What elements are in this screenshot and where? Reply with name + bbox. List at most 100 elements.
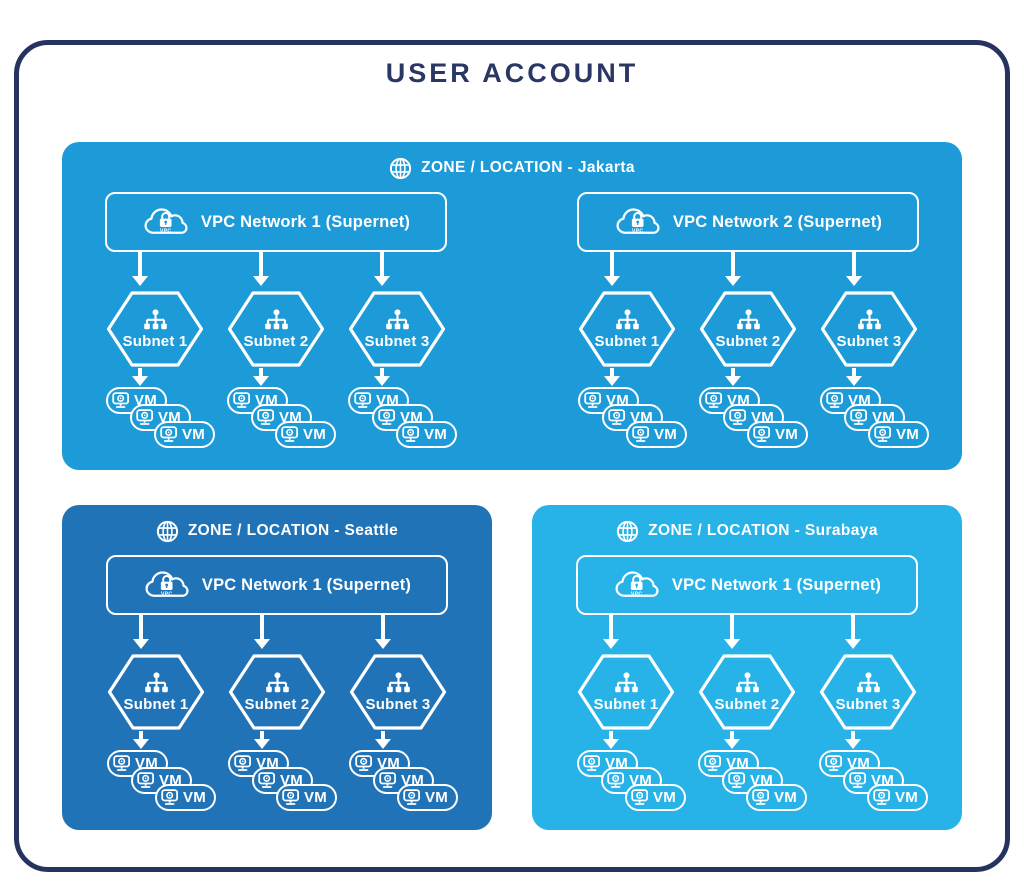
monitor-icon [874, 426, 893, 443]
monitor-icon [258, 772, 277, 789]
subnet-hexagon: Subnet 2 [226, 290, 326, 368]
network-tree-icon [856, 309, 883, 331]
vm-stack: VM VM VM [226, 387, 337, 450]
arrow-down-icon [139, 615, 143, 640]
monitor-icon [873, 789, 892, 806]
arrows-row [577, 252, 919, 290]
vpc-group: VPC Network 1 (Supernet) Subnet 1 [105, 192, 458, 450]
monitor-icon [234, 755, 253, 772]
arrow-down-icon [260, 615, 264, 640]
subnet-label: Subnet 2 [244, 695, 310, 713]
globe-icon [616, 520, 639, 543]
arrows-row [576, 615, 918, 653]
globe-icon [156, 520, 179, 543]
vm-row: VM VM VM VM VM VM [576, 731, 929, 813]
monitor-icon [136, 409, 155, 426]
vpc-network-box: VPC Network 1 (Supernet) [576, 555, 918, 615]
monitor-icon [584, 392, 603, 409]
monitor-icon [704, 755, 723, 772]
vpc-groups-row: VPC Network 1 (Supernet) Subnet 1 [532, 555, 962, 813]
monitor-icon [753, 426, 772, 443]
subnet-label: Subnet 3 [835, 695, 901, 713]
vm-label: VM [654, 426, 678, 443]
zone-seattle: ZONE / LOCATION - Seattle VPC Network 1 … [62, 505, 492, 830]
arrow-down-icon [851, 731, 855, 740]
arrow-down-icon [731, 368, 735, 377]
subnet-hexagon: Subnet 2 [698, 290, 798, 368]
arrow-down-icon [381, 615, 385, 640]
arrow-down-icon [381, 731, 385, 740]
vm-stack: VM VM VM [818, 750, 929, 813]
vm-stack: VM VM VM [106, 750, 217, 813]
vpc-network-box: VPC Network 2 (Supernet) [577, 192, 919, 252]
zone-label: ZONE / LOCATION - Surabaya [648, 522, 878, 539]
subnet-hexagon: Subnet 3 [347, 290, 447, 368]
vm-badge: VM [397, 784, 459, 811]
zone-surabaya: ZONE / LOCATION - Surabaya VPC Network 1… [532, 505, 962, 830]
zone-header: ZONE / LOCATION - Jakarta [62, 155, 962, 181]
monitor-icon [379, 772, 398, 789]
arrow-down-icon [609, 731, 613, 740]
vpc-network-label: VPC Network 1 (Supernet) [671, 575, 882, 594]
arrow-down-icon [730, 615, 734, 640]
vm-badge: VM [625, 784, 687, 811]
subnet-hexagon: Subnet 3 [348, 653, 448, 731]
subnet-label: Subnet 3 [836, 332, 902, 350]
vpc-network-box: VPC Network 1 (Supernet) [105, 192, 447, 252]
subnet-label: Subnet 1 [122, 332, 188, 350]
vm-label: VM [775, 426, 799, 443]
vm-stack: VM VM VM [577, 387, 688, 450]
network-tree-icon [142, 309, 169, 331]
monitor-icon [282, 789, 301, 806]
arrow-down-icon [730, 731, 734, 740]
vm-badge: VM [867, 784, 929, 811]
subnet-label: Subnet 1 [123, 695, 189, 713]
arrow-down-icon [852, 252, 856, 277]
monitor-icon [728, 772, 747, 789]
vm-label: VM [183, 789, 207, 806]
monitor-icon [113, 755, 132, 772]
vm-label: VM [896, 426, 920, 443]
subnet-hexagon: Subnet 1 [105, 290, 205, 368]
subnet-label: Subnet 2 [714, 695, 780, 713]
vm-stack: VM VM VM [697, 750, 808, 813]
arrow-down-icon [138, 368, 142, 377]
subnet-label: Subnet 3 [364, 332, 430, 350]
arrow-down-icon [851, 615, 855, 640]
vm-label: VM [303, 426, 327, 443]
arrow-down-icon [380, 252, 384, 277]
network-tree-icon [855, 672, 882, 694]
monitor-icon [354, 392, 373, 409]
monitor-icon [608, 409, 627, 426]
vm-badge: VM [396, 421, 458, 448]
vpc-network-box: VPC Network 1 (Supernet) [106, 555, 448, 615]
vpc-groups-row: VPC Network 1 (Supernet) Subnet 1 [62, 192, 962, 450]
vm-label: VM [182, 426, 206, 443]
arrow-down-icon [138, 252, 142, 277]
arrow-down-icon [259, 252, 263, 277]
monitor-icon [825, 755, 844, 772]
vm-stack: VM VM VM [698, 387, 809, 450]
zone-header: ZONE / LOCATION - Seattle [62, 518, 492, 544]
vm-label: VM [425, 789, 449, 806]
network-tree-icon [264, 672, 291, 694]
vpc-network-label: VPC Network 1 (Supernet) [200, 212, 411, 231]
monitor-icon [378, 409, 397, 426]
vm-label: VM [774, 789, 798, 806]
arrow-down-icon [260, 731, 264, 740]
arrows-row [105, 252, 447, 290]
vpc-network-label: VPC Network 1 (Supernet) [201, 575, 412, 594]
vm-stack: VM VM VM [576, 750, 687, 813]
vm-badge: VM [868, 421, 930, 448]
monitor-icon [257, 409, 276, 426]
arrow-down-icon [259, 368, 263, 377]
subnets-row: Subnet 1 Subnet 2 Subnet 3 [106, 653, 448, 731]
cloud-lock-icon [613, 569, 660, 602]
monitor-icon [355, 755, 374, 772]
arrow-down-icon [610, 252, 614, 277]
subnet-hexagon: Subnet 3 [818, 653, 918, 731]
subnet-hexagon: Subnet 1 [106, 653, 206, 731]
subnet-hexagon: Subnet 1 [577, 290, 677, 368]
monitor-icon [233, 392, 252, 409]
network-tree-icon [385, 672, 412, 694]
